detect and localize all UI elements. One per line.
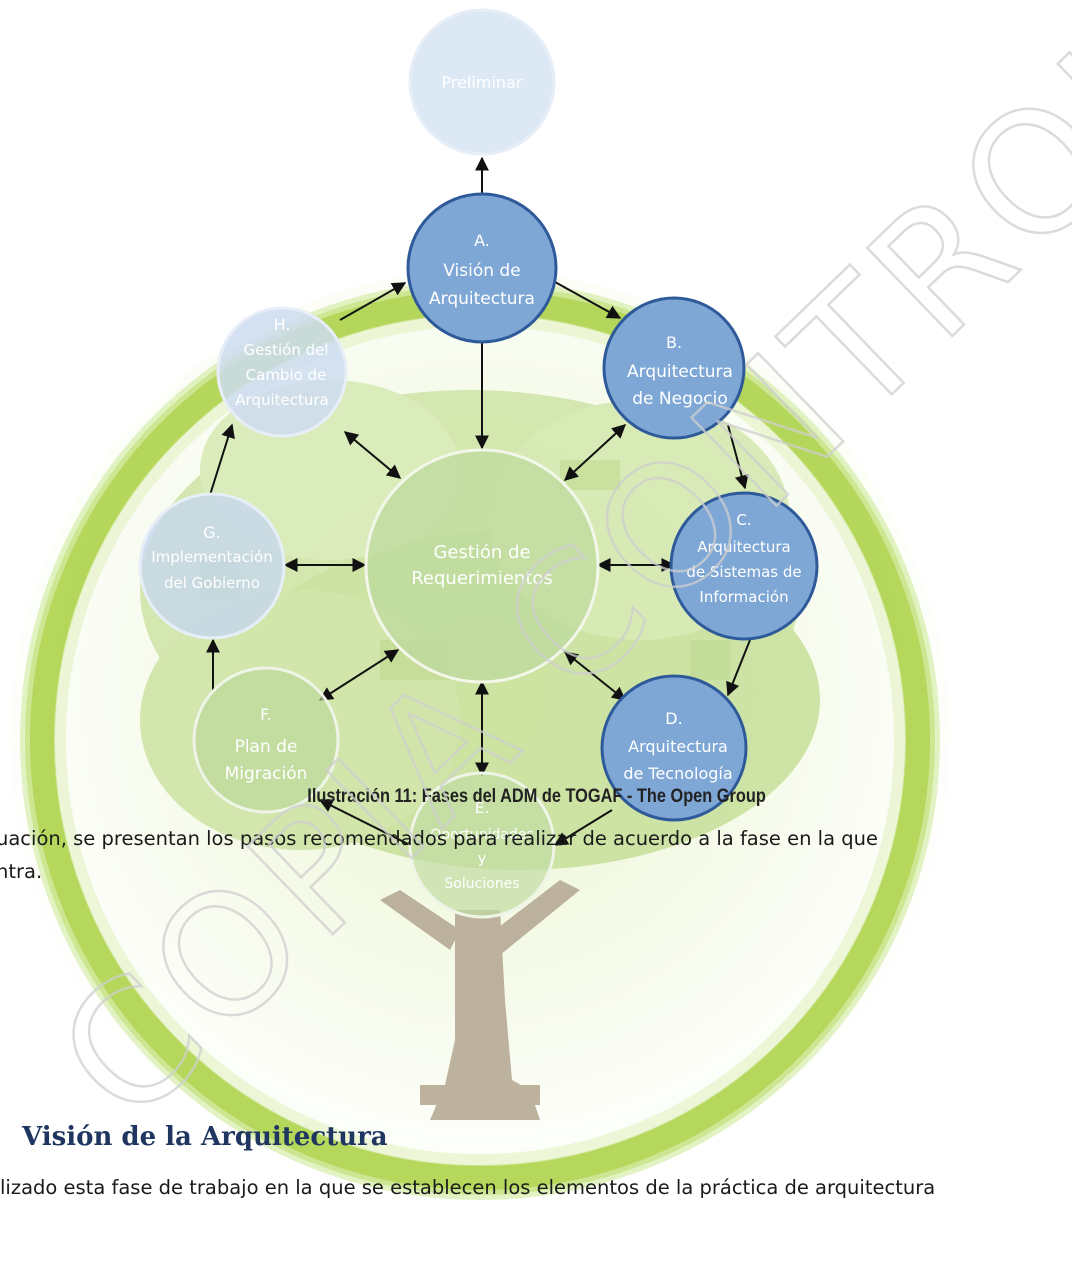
phase-d-label-1: Arquitectura — [628, 737, 728, 756]
phase-d-node: D. Arquitectura de Tecnología — [600, 674, 748, 822]
phase-c-label-2: de Sistemas de — [686, 563, 801, 581]
phase-e-label-3: Soluciones — [444, 876, 519, 892]
phase-f-label-1: Plan de — [235, 737, 298, 757]
body-line-2: ntra. — [0, 860, 43, 883]
phase-c-label-1: Arquitectura — [697, 538, 790, 556]
phase-e-label-2: y — [478, 851, 486, 867]
phase-g-label-1: Implementación — [151, 548, 272, 566]
phase-f-label-2: Migración — [225, 764, 308, 784]
center-label-0: Gestión de — [433, 542, 530, 563]
phase-g-label-2: del Gobierno — [164, 574, 260, 592]
phase-a-node: A. Visión de Arquitectura — [406, 192, 558, 344]
phase-b-label-2: de Negocio — [632, 389, 728, 409]
phase-h-label-2: Cambio de — [246, 366, 327, 384]
center-requirements-node: Gestión de Requerimientos — [364, 448, 600, 684]
phase-e-label-0: E. — [475, 799, 489, 817]
phase-c-label-3: Información — [699, 588, 788, 606]
phase-f-label-0: F. — [260, 705, 272, 724]
phase-g-node: G. Implementación del Gobierno — [138, 492, 286, 640]
phase-e-label-1: Oportunidades — [430, 827, 534, 843]
phase-c-label-0: C. — [736, 511, 751, 529]
phase-d-label-2: de Tecnología — [623, 764, 732, 783]
phase-b-label-1: Arquitectura — [627, 362, 733, 382]
phase-h-label-0: H. — [274, 315, 291, 334]
phase-b-label-0: B. — [666, 333, 682, 352]
phase-a-label-1: Visión de — [443, 261, 520, 281]
center-label-1: Requerimientos — [411, 568, 553, 589]
phase-h-label-3: Arquitectura — [235, 391, 328, 409]
phase-c-node: C. Arquitectura de Sistemas de Informaci… — [669, 491, 819, 641]
phase-arrows — [206, 156, 751, 846]
phase-b-node: B. Arquitectura de Negocio — [602, 296, 746, 440]
figure-caption: Ilustración 11: Fases del ADM de TOGAF -… — [307, 786, 766, 807]
section-partial-line: lizado esta fase de trabajo en la que se… — [0, 1176, 936, 1199]
phase-f-node: F. Plan de Migración — [192, 666, 340, 814]
phase-d-label-0: D. — [665, 709, 682, 728]
phase-a-label-2: Arquitectura — [429, 289, 535, 309]
phase-a-label-0: A. — [474, 231, 490, 250]
section-heading: Visión de la Arquitectura — [22, 1122, 388, 1152]
phase-h-node: H. Gestión del Cambio de Arquitectura — [216, 306, 348, 438]
body-paragraph: uación, se presentan los pasos recomenda… — [0, 822, 1072, 888]
preliminar-label: Preliminar — [442, 73, 523, 92]
phase-e-node: E. Oportunidades y Soluciones — [408, 771, 556, 919]
phase-h-label-1: Gestión del — [243, 341, 328, 359]
phase-g-label-0: G. — [203, 523, 220, 542]
phase-preliminar-node: Preliminar — [408, 8, 556, 156]
tree-trunk — [380, 880, 580, 1120]
body-line-1: uación, se presentan los pasos recomenda… — [0, 827, 878, 850]
